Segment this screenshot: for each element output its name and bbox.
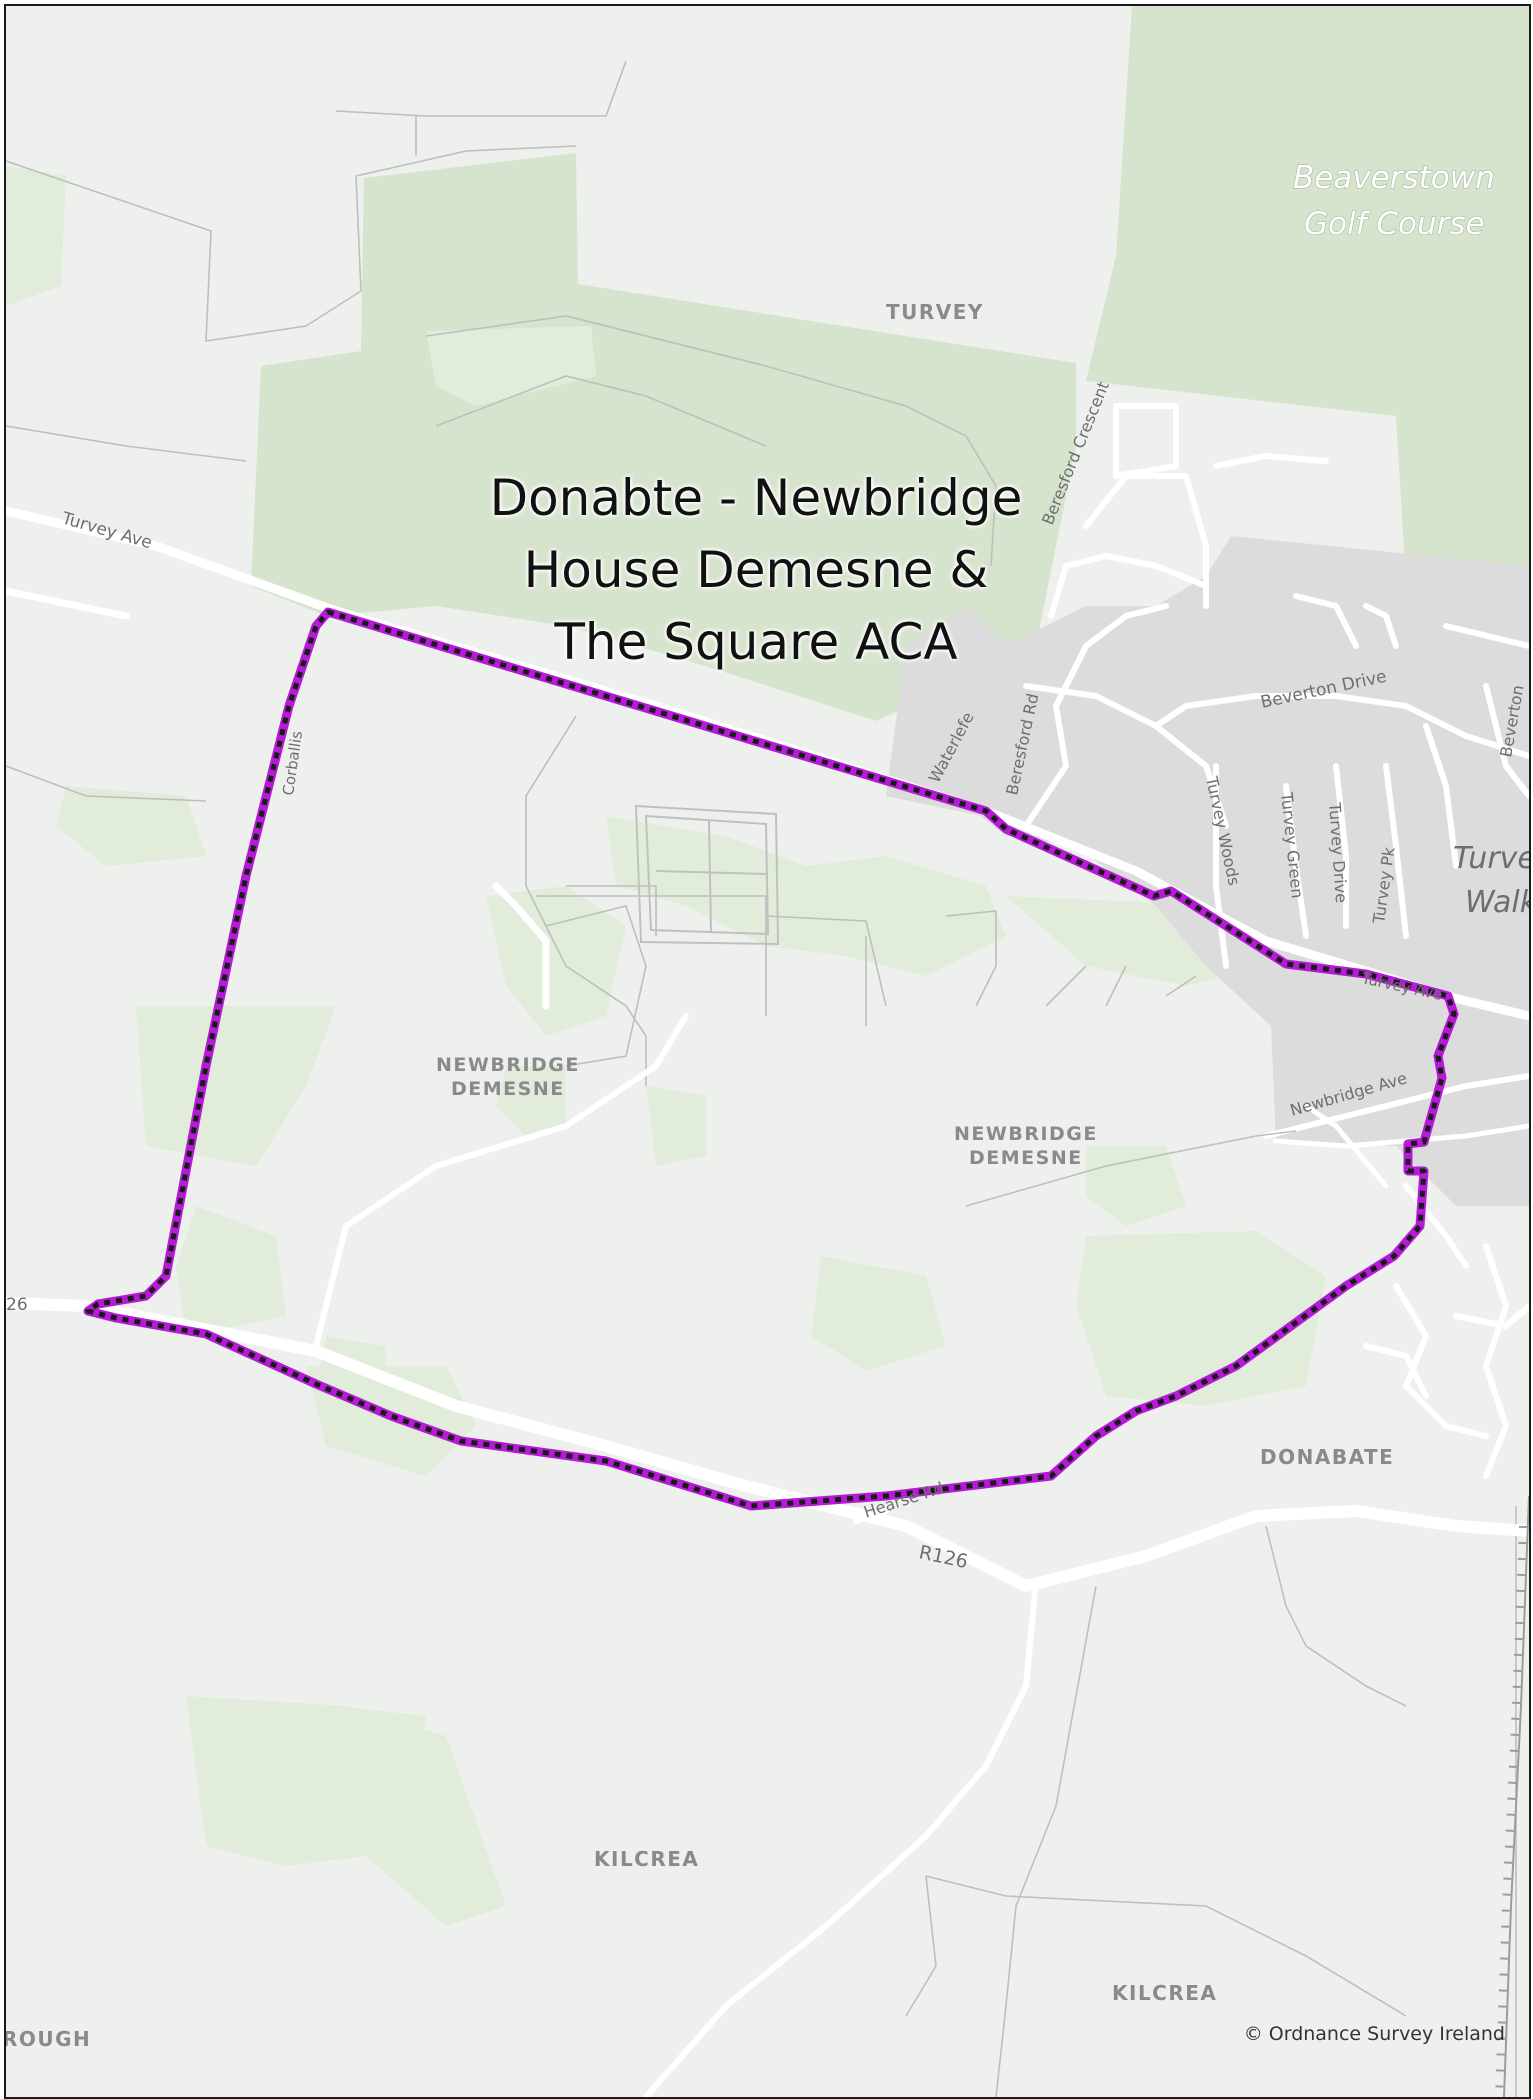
place-label-kilcrea-west: KILCREA xyxy=(594,1847,699,1871)
street-label-turvey-walk-2: Walk xyxy=(1465,885,1529,920)
golf-course-area xyxy=(1086,6,1529,606)
walled-garden xyxy=(634,804,780,946)
place-label-newbridge-east-1: NEWBRIDGE xyxy=(954,1123,1098,1145)
place-label-donabate: DONABATE xyxy=(1260,1445,1394,1469)
street-label-r126-edge: 26 xyxy=(6,1295,28,1315)
map-attribution: © Ordnance Survey Ireland xyxy=(1243,2023,1505,2045)
map-canvas[interactable]: TURVEY NEWBRIDGE DEMESNE NEWBRIDGE DEMES… xyxy=(6,6,1529,2097)
aca-boundary[interactable] xyxy=(83,607,1459,1511)
tracks xyxy=(6,60,1517,2097)
place-label-newbridge-east-2: DEMESNE xyxy=(969,1147,1083,1169)
map-title: Donabte - Newbridge House Demesne & The … xyxy=(471,462,1041,678)
place-label-kilcrea-east: KILCREA xyxy=(1112,1981,1217,2005)
park-area xyxy=(251,153,1076,721)
map-title-line-1: Donabte - Newbridge xyxy=(489,469,1023,527)
place-label-rough: ROUGH xyxy=(6,2027,91,2051)
golf-course-label-2: Golf Course xyxy=(1304,206,1485,242)
map-title-line-2: House Demesne & xyxy=(523,541,989,599)
urban-streets xyxy=(1023,403,1529,1479)
woodland-patches xyxy=(6,166,1326,1926)
street-label-turvey-walk-1: Turvey xyxy=(1453,841,1529,876)
golf-course-label-1: Beaverstown xyxy=(1293,160,1495,196)
map-frame[interactable]: TURVEY NEWBRIDGE DEMESNE NEWBRIDGE DEMES… xyxy=(4,4,1531,2099)
place-label-newbridge-west-2: DEMESNE xyxy=(451,1078,565,1100)
railway xyxy=(1495,1495,1529,2097)
map-title-line-3: The Square ACA xyxy=(554,613,958,671)
place-label-turvey: TURVEY xyxy=(886,300,984,324)
place-label-newbridge-west-1: NEWBRIDGE xyxy=(436,1054,580,1076)
